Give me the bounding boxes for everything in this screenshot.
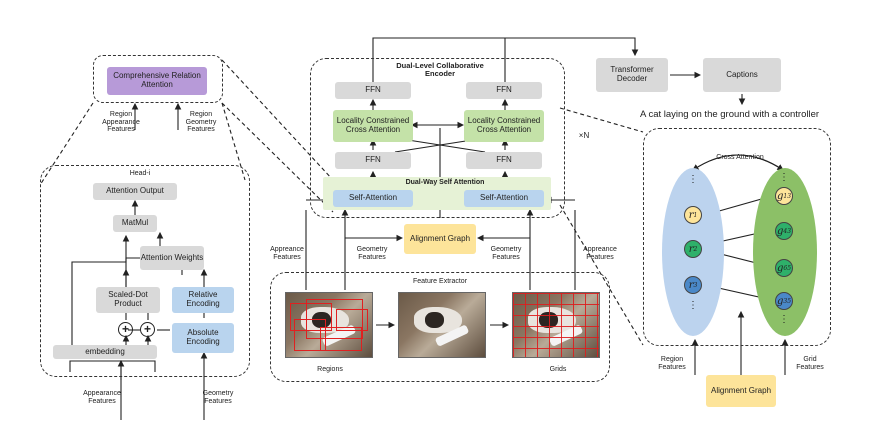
appearance-left-label: Appreance Features bbox=[270, 246, 304, 261]
encoder-frame bbox=[310, 58, 565, 218]
geometry-right-label: Geometry Features bbox=[490, 246, 522, 261]
times-n-label: ×N bbox=[578, 131, 590, 140]
encoder-title: Dual-Level Collaborative Encoder bbox=[396, 61, 484, 79]
ffn-top-left[interactable]: FFN bbox=[335, 82, 411, 99]
source-image bbox=[398, 292, 486, 358]
grid-ellipsis-top: ⋮ bbox=[779, 172, 789, 183]
alignment-graph-right[interactable]: Alignment Graph bbox=[706, 375, 776, 407]
comprehensive-frame bbox=[93, 55, 223, 103]
region-geometry-label: Region Geometry Features bbox=[185, 111, 217, 134]
relative-encoding-box[interactable]: Relative Encoding bbox=[172, 287, 234, 313]
attention-output-box[interactable]: Attention Output bbox=[93, 183, 177, 200]
transformer-decoder-box[interactable]: Transformer Decoder bbox=[596, 58, 668, 92]
caption-text: A cat laying on the ground with a contro… bbox=[640, 109, 820, 120]
embedding-box[interactable]: embedding bbox=[53, 345, 157, 359]
feature-extractor-label: Feature Extractor bbox=[412, 278, 468, 285]
graph-panel bbox=[643, 128, 831, 346]
appearance-input-label: Appearance Features bbox=[83, 390, 121, 405]
geometry-left-label: Geometry Features bbox=[356, 246, 388, 261]
lcca-right[interactable]: Locality Constrained Cross Attention bbox=[464, 110, 544, 142]
self-attention-right[interactable]: Self-Attention bbox=[464, 190, 544, 207]
regions-image bbox=[285, 292, 373, 358]
comprehensive-attention-box[interactable]: Comprehensive Relation Attention bbox=[107, 67, 207, 95]
alignment-graph-center[interactable]: Alignment Graph bbox=[404, 224, 476, 254]
plus-circle-1: + bbox=[118, 322, 133, 337]
captions-box[interactable]: Captions bbox=[703, 58, 781, 92]
attention-weights-box[interactable]: Attention Weights bbox=[140, 246, 204, 270]
plus-circle-2: + bbox=[140, 322, 155, 337]
ffn-mid-left[interactable]: FFN bbox=[335, 152, 411, 169]
grid-ellipsis: ⋮ bbox=[779, 314, 789, 325]
head-label: Head-i bbox=[129, 170, 151, 177]
regions-label: Regions bbox=[317, 366, 343, 373]
ffn-top-right[interactable]: FFN bbox=[466, 82, 542, 99]
cross-attention-label: Cross Attention bbox=[716, 154, 764, 161]
appearance-right-label: Appreance Features bbox=[583, 246, 617, 261]
region-appearance-label: Region Appearance Features bbox=[102, 111, 140, 134]
self-attention-left[interactable]: Self-Attention bbox=[333, 190, 413, 207]
region-features-label: Region Features bbox=[658, 356, 686, 371]
scaled-dot-box[interactable]: Scaled-Dot Product bbox=[96, 287, 160, 313]
absolute-encoding-box[interactable]: Absolute Encoding bbox=[172, 323, 234, 353]
feature-extractor-frame bbox=[270, 272, 610, 382]
lcca-left[interactable]: Locality Constrained Cross Attention bbox=[333, 110, 413, 142]
grid-features-label: Grid Features bbox=[796, 356, 824, 371]
dual-way-label: Dual-Way Self Attention bbox=[405, 179, 485, 186]
geometry-input-label: Geometry Features bbox=[202, 390, 234, 405]
ffn-mid-right[interactable]: FFN bbox=[466, 152, 542, 169]
grids-image bbox=[512, 292, 600, 358]
head-panel bbox=[40, 165, 250, 377]
region-ellipsis-top: ⋮ bbox=[688, 174, 698, 185]
region-ellipsis: ⋮ bbox=[688, 300, 698, 311]
matmul-box[interactable]: MatMul bbox=[113, 215, 157, 232]
grids-label: Grids bbox=[549, 366, 567, 373]
